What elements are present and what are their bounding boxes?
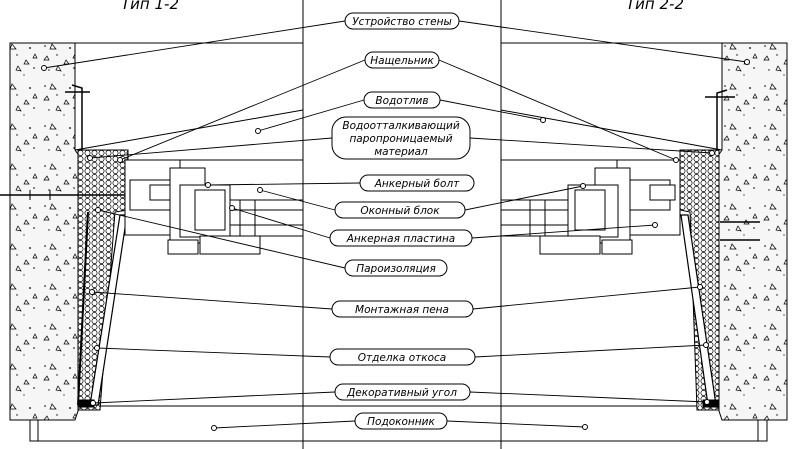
label-paroizolyaciya: Пароизоляция bbox=[344, 259, 448, 277]
svg-text:Монтажная пена: Монтажная пена bbox=[355, 304, 449, 316]
svg-text:Пароизоляция: Пароизоляция bbox=[356, 263, 436, 275]
svg-text:Отделка откоса: Отделка откоса bbox=[358, 352, 446, 364]
label-ankerny-bolt: Анкерный болт bbox=[359, 174, 475, 192]
left-anchor-plate bbox=[65, 84, 90, 150]
label-ankernaya-plastina: Анкерная пластина bbox=[329, 229, 473, 247]
right-anchor-plate bbox=[705, 89, 735, 150]
title-left: Тип 1-2 bbox=[121, 0, 179, 13]
leader-dots bbox=[41, 59, 750, 431]
label-vodoottalkivayushchiy-material: Водоотталкивающий паропроницаемый матери… bbox=[331, 116, 471, 160]
right-wall-foam-insulation bbox=[679, 149, 720, 411]
svg-text:Подоконник: Подоконник bbox=[367, 416, 435, 428]
svg-text:Нащельник: Нащельник bbox=[370, 55, 434, 67]
leader-lines bbox=[43, 20, 748, 429]
svg-text:Водотлив: Водотлив bbox=[375, 95, 428, 107]
label-nashchelnik: Нащельник bbox=[364, 51, 440, 69]
label-vodotliv: Водотлив bbox=[363, 91, 441, 109]
right-wall-concrete bbox=[714, 42, 788, 421]
label-ustroistvo-steny: Устройство стены bbox=[344, 12, 460, 30]
label-dekorativny-ugol: Декоративный угол bbox=[334, 383, 471, 401]
label-okonny-blok: Оконный блок bbox=[334, 201, 466, 219]
svg-text:материал: материал bbox=[374, 146, 428, 158]
label-otdelka-otkosa: Отделка откоса bbox=[329, 348, 476, 366]
svg-text:Водоотталкивающий: Водоотталкивающий bbox=[342, 120, 459, 132]
left-window-profile bbox=[0, 159, 304, 255]
svg-text:паропроницаемый: паропроницаемый bbox=[349, 133, 452, 145]
svg-text:Анкерный болт: Анкерный болт bbox=[374, 178, 460, 190]
svg-text:Оконный блок: Оконный блок bbox=[360, 205, 440, 217]
left-wall-concrete bbox=[9, 42, 83, 421]
right-reveal-finish bbox=[680, 214, 720, 408]
svg-text:Декоративный угол: Декоративный угол bbox=[346, 387, 457, 399]
svg-text:Устройство стены: Устройство стены bbox=[352, 16, 452, 28]
title-right: Тип 2-2 bbox=[626, 0, 684, 13]
label-montazhnaya-pena: Монтажная пена bbox=[331, 300, 474, 318]
svg-text:Анкерная пластина: Анкерная пластина bbox=[346, 233, 456, 245]
label-podokonnik: Подоконник bbox=[354, 412, 448, 430]
